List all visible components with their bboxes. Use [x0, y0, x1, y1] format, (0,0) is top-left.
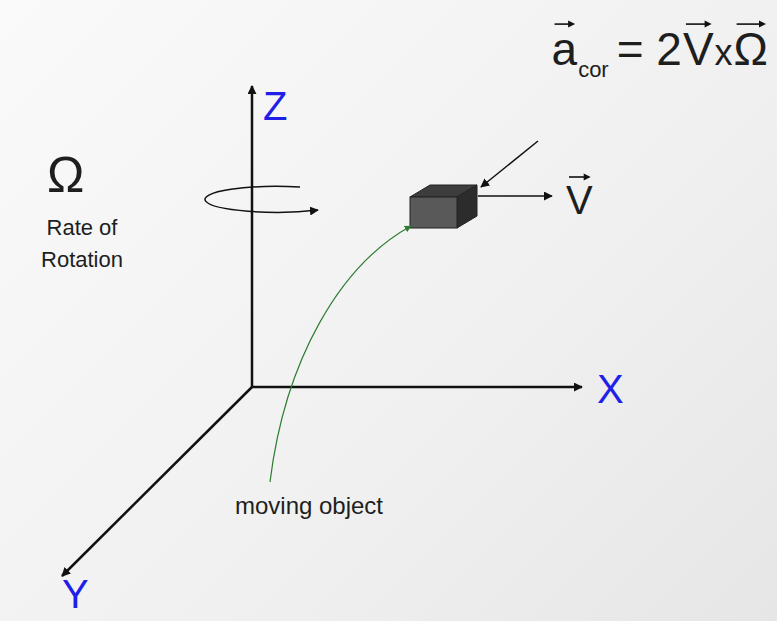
formula-subscript: cor	[578, 57, 609, 82]
formula-symbol: a	[552, 23, 578, 75]
z-axis	[251, 86, 254, 387]
rotation-caption: Rate of Rotation	[12, 212, 152, 276]
leader-line	[270, 226, 411, 482]
axis-label: Z	[263, 86, 287, 126]
velocity-arrow	[478, 195, 552, 197]
rotation-arrow	[205, 186, 318, 212]
object-caption: moving object	[199, 489, 419, 524]
formula-symbol: V	[683, 23, 714, 75]
pointer-arrow	[481, 141, 538, 187]
moving-object-cube	[410, 185, 477, 228]
x-axis	[252, 386, 582, 389]
velocity-label: V	[566, 180, 593, 220]
rotation-symbol: Ω	[47, 150, 84, 200]
axis-label: Y	[62, 574, 89, 614]
formula-symbol: Ω	[734, 23, 768, 75]
axis-label: X	[597, 369, 624, 409]
formula-text: = 2	[617, 23, 682, 75]
y-axis	[62, 387, 252, 576]
coriolis-formula: acor = 2VxΩ	[552, 22, 769, 83]
formula-operator: x	[715, 32, 733, 73]
